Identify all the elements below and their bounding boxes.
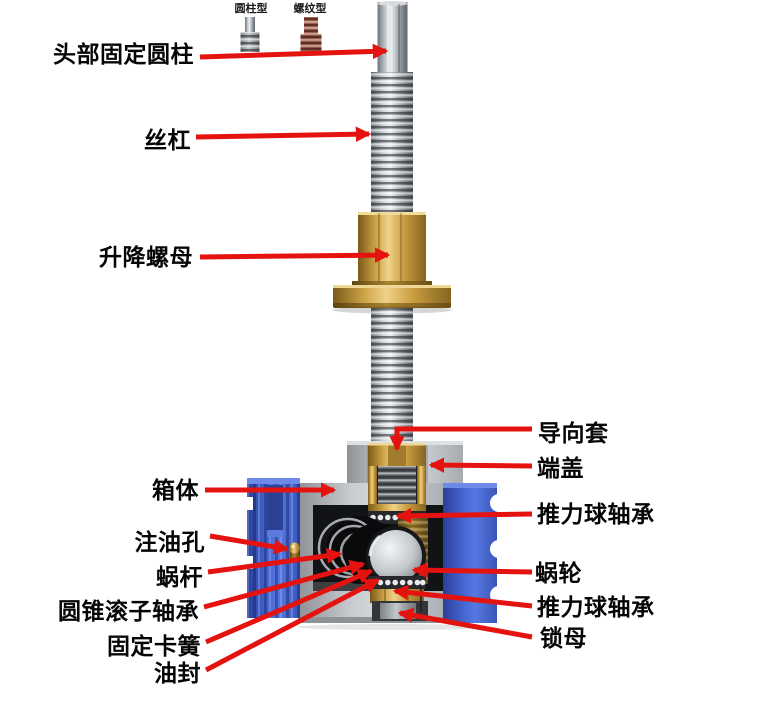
label-guide-sleeve: 导向套	[538, 420, 609, 446]
head-cylinder-graphic	[377, 1, 408, 73]
inset-thread-type-graphic	[300, 17, 322, 52]
label-lead-screw: 丝杠	[144, 127, 191, 153]
arrow-taper-bearing	[203, 559, 366, 610]
guide-sleeve-graphic	[368, 443, 426, 513]
callout-arrows	[195, 43, 533, 673]
arrow-thrust-bearing-upper	[395, 508, 533, 524]
lift-nut-graphic	[332, 212, 452, 314]
label-housing: 箱体	[152, 477, 199, 503]
arrow-lock-nut	[397, 607, 533, 640]
label-taper-bearing: 圆锥滚子轴承	[58, 598, 199, 624]
inset-label-thread-type: 螺纹型	[293, 3, 327, 15]
arrow-worm-wheel	[411, 562, 533, 578]
inset-cylinder-type-graphic	[240, 17, 260, 52]
label-circlip: 固定卡簧	[107, 633, 201, 659]
label-oil-seal: 油封	[154, 660, 201, 686]
label-worm-shaft: 蜗杆	[156, 564, 203, 590]
arrow-worm-shaft	[207, 548, 343, 575]
label-lock-nut: 锁母	[540, 625, 587, 651]
arrow-circlip	[205, 568, 374, 645]
arrow-lead-screw	[195, 126, 372, 142]
label-thrust-bearing-lower: 推力球轴承	[537, 594, 655, 620]
arrow-end-cap	[428, 457, 533, 473]
oil-hole-graphic	[289, 542, 300, 560]
label-worm-wheel: 蜗轮	[535, 560, 582, 586]
lead-screw-upper-graphic	[371, 72, 413, 213]
label-head-cylinder: 头部固定圆柱	[53, 41, 194, 67]
label-lift-nut: 升降螺母	[99, 244, 193, 270]
label-thrust-bearing-upper: 推力球轴承	[537, 501, 655, 527]
lead-screw-lower-graphic	[371, 308, 413, 443]
inset-label-cylinder-type: 圆柱型	[234, 3, 268, 15]
label-oil-hole: 注油孔	[134, 529, 205, 555]
arrow-oil-hole	[209, 533, 290, 555]
arrow-head-cylinder	[199, 43, 389, 60]
label-end-cap: 端盖	[537, 455, 584, 481]
arrow-oil-seal	[204, 577, 381, 673]
arrow-lift-nut	[199, 247, 391, 263]
arrow-thrust-bearing-lower	[392, 584, 533, 609]
arrow-guide-sleeve	[389, 426, 532, 452]
